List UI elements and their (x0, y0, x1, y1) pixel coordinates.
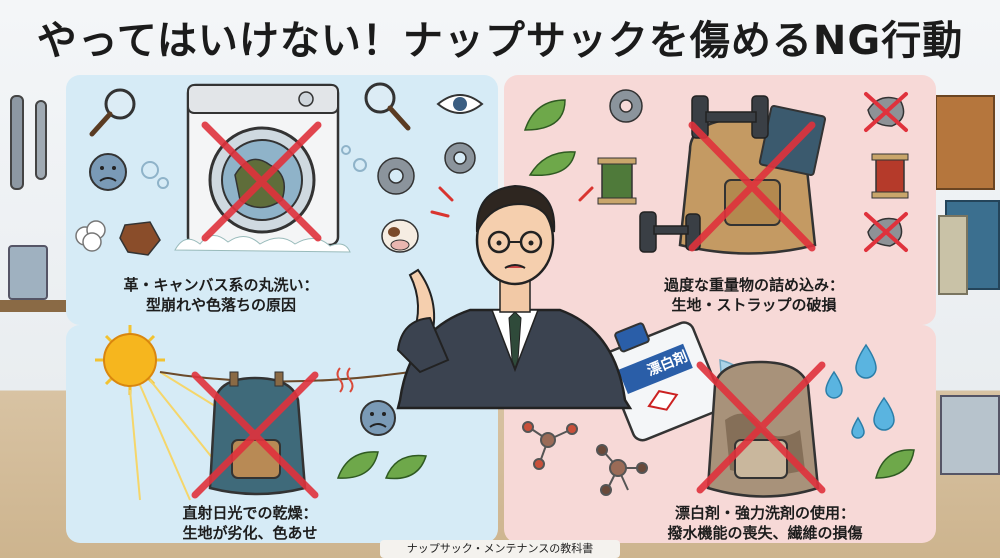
sad-face-icon (89, 153, 127, 191)
gear-icon (609, 89, 643, 123)
dumbbell-icon (639, 211, 701, 253)
bubbles-icon (141, 145, 367, 189)
leaf-icon (875, 449, 915, 479)
cow-icon (381, 219, 419, 253)
x-mark-icon (191, 371, 319, 499)
bleach-bottle-icon (603, 321, 724, 442)
eye-icon (436, 94, 484, 114)
molecule-icon (522, 421, 578, 470)
presenter-figure (396, 184, 633, 410)
leaf-icon (523, 99, 576, 177)
leather-icon (119, 221, 161, 256)
caption-line: 革・キャンバス系の丸洗い： (123, 276, 319, 294)
caption-line: 生地・ストラップの破損 (671, 296, 837, 314)
footer-source: ナップサック・メンテナンスの教科書 (380, 540, 620, 558)
washing-machine-icon (174, 83, 351, 253)
shelf (0, 300, 70, 312)
caption-washing: 革・キャンバス系の丸洗い： 型崩れや色落ちの原因 (66, 275, 376, 315)
heat-wave-icon (336, 367, 354, 393)
wrench-icon (10, 95, 24, 190)
magnifier-icon (89, 88, 136, 137)
thread-spool-icon (597, 157, 637, 205)
x-mark-icon (688, 121, 816, 252)
tool-cup (8, 245, 48, 300)
leaf-icon (336, 451, 427, 480)
page-title: やってはいけない！ナップサックを傷めるNG行動 (36, 18, 964, 64)
caption-line: 撥水機能の喪失、繊維の損傷 (667, 524, 863, 542)
exclamation-lines-icon (430, 186, 594, 218)
gear-icon (377, 157, 415, 195)
caption-line: 過度な重量物の詰め込み： (663, 276, 844, 294)
x-mark-icon (201, 121, 322, 242)
dumbbell-icon (691, 95, 769, 139)
caption-line: 生地が劣化、色あせ (182, 524, 318, 542)
x-mark-icon (864, 92, 908, 252)
caption-overloading: 過度な重量物の詰め込み： 生地・ストラップの破損 (604, 275, 904, 315)
gear-icon (444, 142, 476, 174)
caption-bleach: 漂白剤・強力洗剤の使用： 撥水機能の喪失、繊維の損傷 (610, 503, 920, 543)
storage-box (940, 395, 1000, 475)
caption-line: 型崩れや色落ちの原因 (145, 296, 296, 314)
fabric-swatch (935, 95, 995, 190)
caption-line: 直射日光での乾燥： (182, 504, 318, 522)
molecule-icon (596, 444, 648, 496)
sad-face-icon (360, 400, 396, 436)
thread-spool-icon (871, 153, 909, 199)
wrench-icon (35, 100, 47, 180)
x-mark-icon (696, 361, 826, 494)
magnifier-icon (364, 82, 411, 131)
cotton-icon (75, 220, 106, 252)
caption-line: 漂白剤・強力洗剤の使用： (674, 504, 855, 522)
sun-icon (95, 325, 271, 501)
fabric-swatch (938, 215, 968, 295)
water-drop-icon (825, 343, 895, 439)
caption-sun-drying: 直射日光での乾燥： 生地が劣化、色あせ (110, 503, 390, 543)
